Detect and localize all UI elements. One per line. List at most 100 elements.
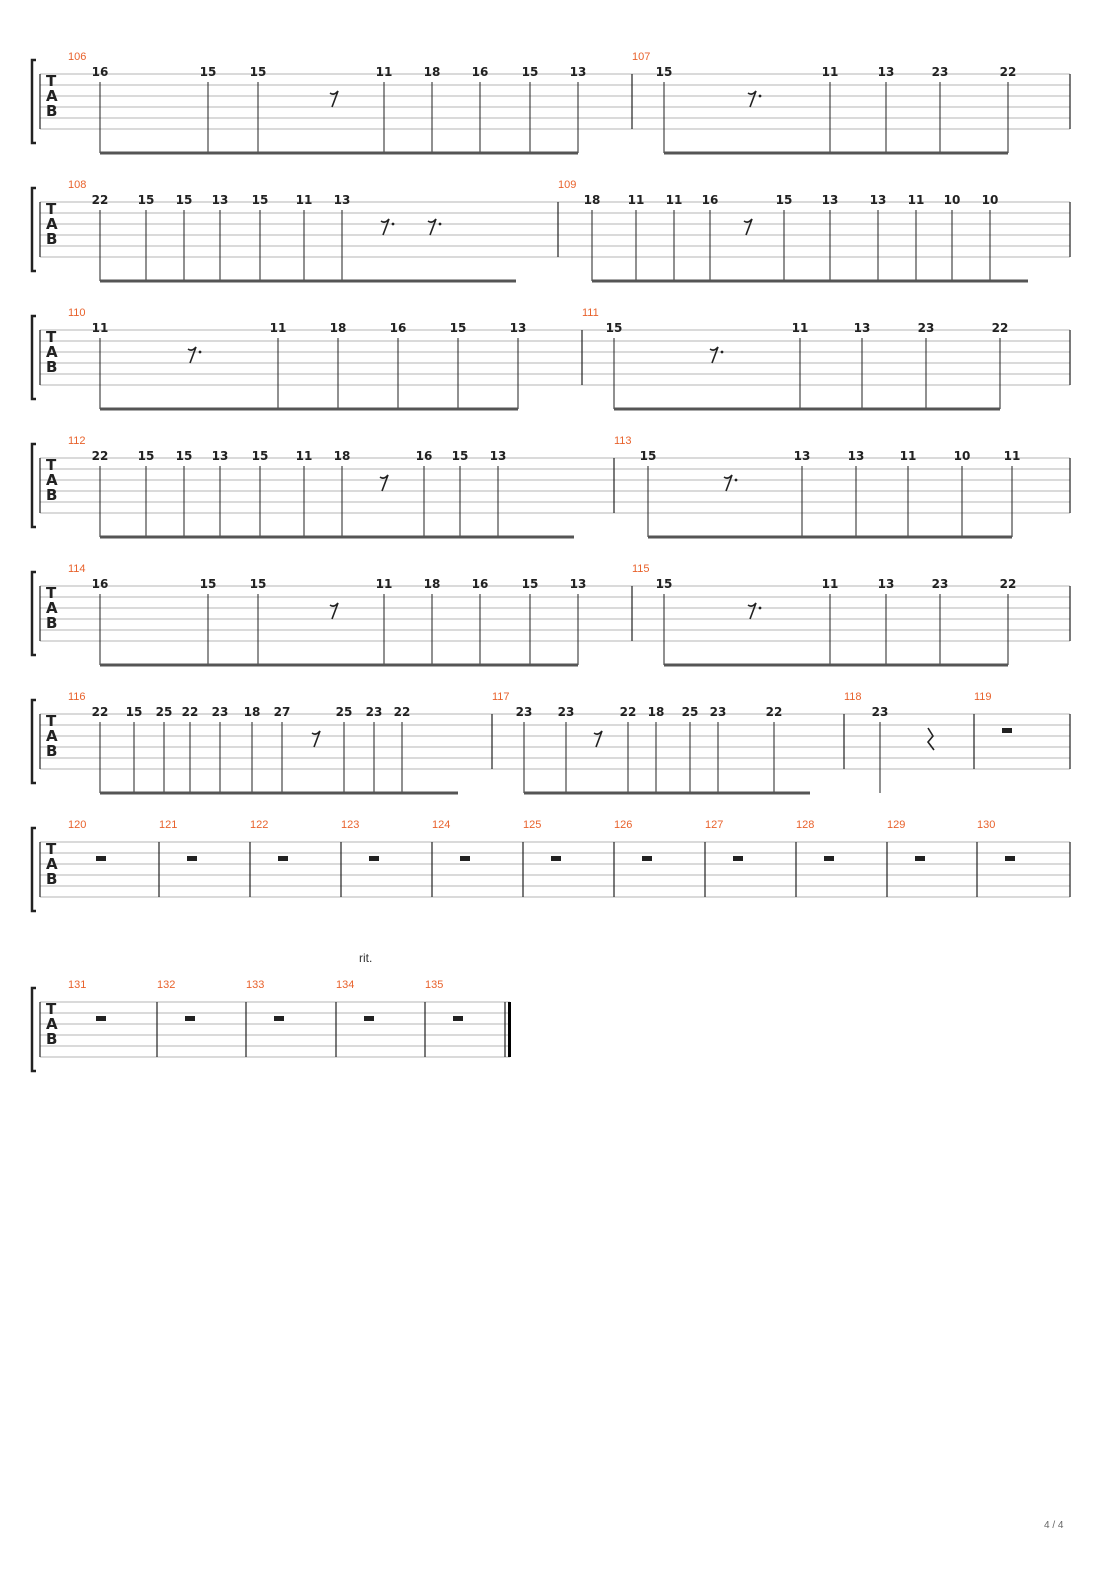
fret-number: 13 bbox=[570, 577, 587, 591]
whole-rest bbox=[915, 856, 925, 861]
fret-number: 11 bbox=[792, 321, 809, 335]
fret-number: 16 bbox=[92, 65, 109, 79]
fret-number: 22 bbox=[766, 705, 783, 719]
whole-rest bbox=[278, 856, 288, 861]
tab-clef-letter: B bbox=[46, 102, 57, 120]
whole-rest bbox=[369, 856, 379, 861]
fret-number: 13 bbox=[212, 449, 229, 463]
fret-number: 18 bbox=[648, 705, 665, 719]
fret-number: 22 bbox=[92, 193, 109, 207]
whole-rest bbox=[460, 856, 470, 861]
fret-number: 11 bbox=[376, 65, 393, 79]
tab-clef-letter: T bbox=[46, 328, 57, 346]
sixteenth-rest bbox=[329, 90, 339, 108]
fret-number: 27 bbox=[274, 705, 291, 719]
quarter-rest bbox=[926, 727, 935, 751]
measure-number: 132 bbox=[157, 979, 175, 991]
rest-dot bbox=[758, 94, 762, 98]
fret-number: 15 bbox=[200, 65, 217, 79]
measure-number: 125 bbox=[523, 819, 541, 831]
fret-number: 11 bbox=[900, 449, 917, 463]
rest-dot bbox=[198, 350, 202, 354]
whole-rest bbox=[733, 856, 743, 861]
tab-clef-letter: B bbox=[46, 358, 57, 376]
page-number: 4 / 4 bbox=[1044, 1520, 1064, 1531]
tab-clef-letter: A bbox=[46, 87, 58, 105]
measure-number: 134 bbox=[336, 979, 354, 991]
final-barline-thick bbox=[508, 1002, 511, 1057]
fret-number: 13 bbox=[794, 449, 811, 463]
tab-clef-letter: T bbox=[46, 1000, 57, 1018]
measure-number: 120 bbox=[68, 819, 86, 831]
fret-number: 13 bbox=[870, 193, 887, 207]
tab-clef-letter: T bbox=[46, 840, 57, 858]
tab-clef-letter: A bbox=[46, 727, 58, 745]
sixteenth-rest bbox=[329, 602, 339, 620]
rest-dot bbox=[734, 478, 738, 482]
measure-number: 119 bbox=[974, 691, 992, 703]
fret-number: 11 bbox=[822, 65, 839, 79]
measure-number: 107 bbox=[632, 51, 650, 63]
measure-number: 112 bbox=[68, 435, 86, 447]
fret-number: 11 bbox=[92, 321, 109, 335]
fret-number: 11 bbox=[822, 577, 839, 591]
fret-number: 22 bbox=[92, 705, 109, 719]
fret-number: 11 bbox=[376, 577, 393, 591]
fret-number: 11 bbox=[908, 193, 925, 207]
whole-rest bbox=[96, 856, 106, 861]
fret-number: 11 bbox=[296, 193, 313, 207]
fret-number: 11 bbox=[270, 321, 287, 335]
measure-number: 131 bbox=[68, 979, 86, 991]
fret-number: 15 bbox=[450, 321, 467, 335]
fret-number: 11 bbox=[628, 193, 645, 207]
measure-number: 111 bbox=[582, 307, 599, 319]
whole-rest bbox=[1002, 728, 1012, 733]
fret-number: 15 bbox=[522, 65, 539, 79]
fret-number: 13 bbox=[822, 193, 839, 207]
fret-number: 15 bbox=[250, 65, 267, 79]
fret-number: 23 bbox=[516, 705, 533, 719]
tab-clef-letter: A bbox=[46, 599, 58, 617]
fret-number: 18 bbox=[424, 577, 441, 591]
tab-clef-letter: A bbox=[46, 215, 58, 233]
system-bracket bbox=[30, 986, 36, 1073]
fret-number: 16 bbox=[472, 65, 489, 79]
measure-number: 124 bbox=[432, 819, 450, 831]
measure-number: 114 bbox=[68, 563, 86, 575]
whole-rest bbox=[1005, 856, 1015, 861]
tab-clef-letter: T bbox=[46, 72, 57, 90]
rest-dot bbox=[758, 606, 762, 610]
eighth-rest bbox=[709, 346, 719, 364]
sixteenth-rest bbox=[311, 730, 321, 748]
tab-clef-letter: A bbox=[46, 1015, 58, 1033]
fret-number: 16 bbox=[702, 193, 719, 207]
fret-number: 13 bbox=[848, 449, 865, 463]
fret-number: 16 bbox=[472, 577, 489, 591]
measure-number: 113 bbox=[614, 435, 632, 447]
fret-number: 13 bbox=[490, 449, 507, 463]
measure-number: 127 bbox=[705, 819, 723, 831]
tab-clef-letter: T bbox=[46, 456, 57, 474]
measure-number: 128 bbox=[796, 819, 814, 831]
measure-number: 122 bbox=[250, 819, 268, 831]
eighth-rest bbox=[380, 218, 390, 236]
whole-rest bbox=[642, 856, 652, 861]
fret-number: 15 bbox=[252, 449, 269, 463]
fret-number: 22 bbox=[620, 705, 637, 719]
measure-number: 110 bbox=[68, 307, 86, 319]
fret-number: 18 bbox=[244, 705, 261, 719]
fret-number: 25 bbox=[682, 705, 699, 719]
whole-rest bbox=[274, 1016, 284, 1021]
measure-number: 121 bbox=[159, 819, 177, 831]
measure-number: 133 bbox=[246, 979, 264, 991]
fret-number: 13 bbox=[854, 321, 871, 335]
fret-number: 23 bbox=[918, 321, 935, 335]
measure-number: 117 bbox=[492, 691, 510, 703]
fret-number: 13 bbox=[570, 65, 587, 79]
fret-number: 13 bbox=[878, 577, 895, 591]
measure-number: 106 bbox=[68, 51, 86, 63]
fret-number: 22 bbox=[1000, 577, 1017, 591]
fret-number: 23 bbox=[558, 705, 575, 719]
eighth-rest bbox=[427, 218, 437, 236]
fret-number: 11 bbox=[296, 449, 313, 463]
